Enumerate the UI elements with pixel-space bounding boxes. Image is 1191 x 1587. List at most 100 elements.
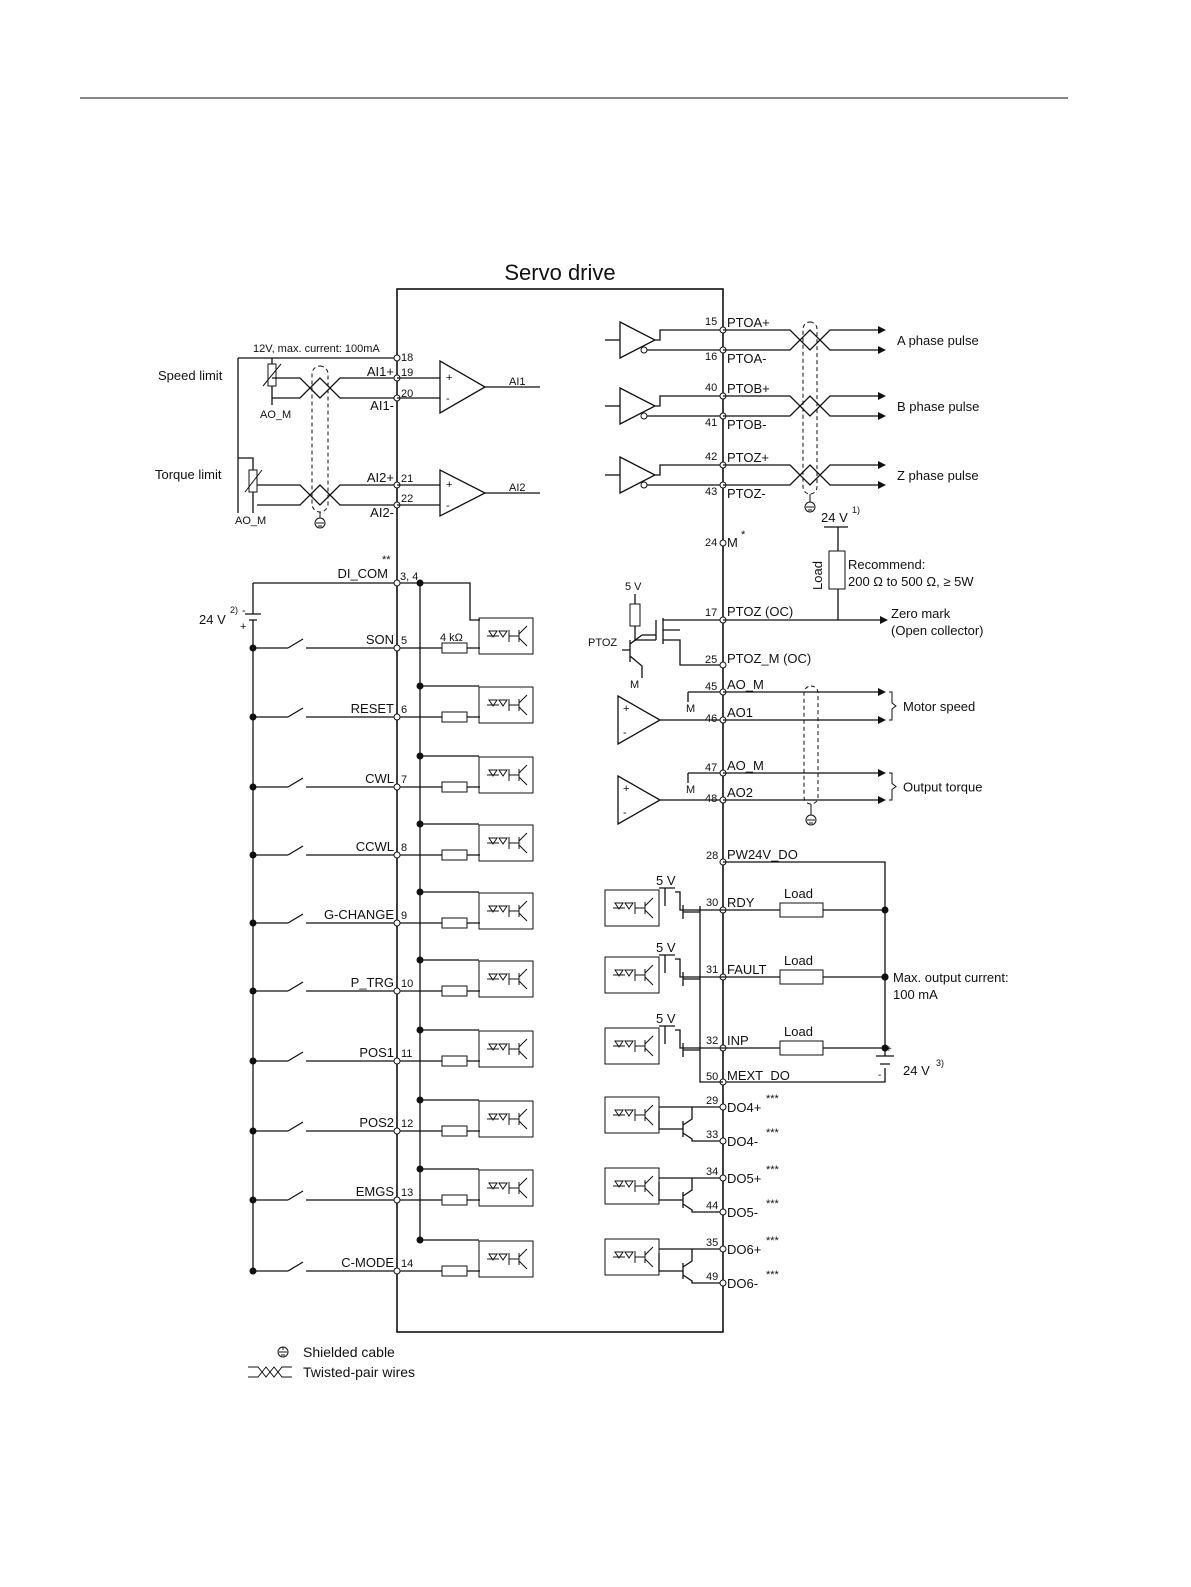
optocoupler-box <box>604 889 660 927</box>
ao-pin-number: 46 <box>705 713 717 725</box>
terminal <box>719 1174 727 1182</box>
diff-pin-number: 35 <box>706 1237 718 1249</box>
junction-dot <box>416 1165 424 1173</box>
input-resistor <box>441 1125 468 1137</box>
svg-text:-: - <box>242 605 246 617</box>
input-resistor <box>441 781 468 793</box>
junction-dot <box>416 820 424 828</box>
terminal <box>393 1057 401 1065</box>
ao-m-label-2: AO_M <box>235 515 266 527</box>
di-pin-number: 5 <box>401 635 407 647</box>
m-pin-note: * <box>741 529 746 541</box>
max-current-1: Max. output current: <box>893 970 1009 985</box>
terminal <box>393 987 401 995</box>
terminal <box>393 919 401 927</box>
diff-note: *** <box>766 1127 780 1139</box>
di-supply-note: 2) <box>230 605 238 615</box>
ptoz-m-label: PTOZ_M (OC) <box>727 651 811 666</box>
optocoupler-icon <box>613 1175 654 1197</box>
arrowhead <box>878 326 886 334</box>
diff-pin-label: DO6+ <box>727 1242 761 1257</box>
pulse-pin-number: 40 <box>705 382 717 394</box>
terminal <box>393 644 401 652</box>
ao-pin-number: 48 <box>705 793 717 805</box>
input-resistor <box>441 1194 468 1206</box>
terminal <box>719 1279 727 1287</box>
pulse-pin-number: 41 <box>705 417 717 429</box>
terminal <box>393 783 401 791</box>
ai2-amplifier <box>439 468 487 518</box>
legend-shielded-label: Shielded cable <box>303 1344 395 1360</box>
diff-pin-number: 34 <box>706 1166 718 1178</box>
optocoupler-box <box>478 1030 534 1068</box>
do-load-resistor <box>779 902 824 918</box>
do-load-resistor <box>779 1040 824 1056</box>
pulse-pin-label: PTOZ+ <box>727 450 769 465</box>
diff-pin-number: 49 <box>706 1271 718 1283</box>
optocoupler-box <box>604 1027 660 1065</box>
ao-desc: Output torque <box>903 780 983 795</box>
di-pin-number: 14 <box>401 1258 413 1270</box>
diff-pin-label: DO6- <box>727 1276 758 1291</box>
line-driver <box>619 320 657 360</box>
optocoupler-icon <box>487 832 528 854</box>
wire <box>253 913 480 924</box>
terminal <box>393 851 401 859</box>
ptoz-oc-number: 17 <box>705 607 717 619</box>
zm-recommend-2: 200 Ω to 500 Ω, ≥ 5W <box>848 574 974 589</box>
diff-pin-number: 29 <box>706 1095 718 1107</box>
optocoupler-icon <box>613 1104 654 1126</box>
optocoupler-icon <box>487 900 528 922</box>
mext-label: MEXT_DO <box>727 1068 790 1083</box>
pw24v-number: 28 <box>706 850 718 862</box>
optocoupler-box <box>478 617 534 655</box>
diff-note: *** <box>766 1198 780 1210</box>
optocoupler-icon <box>487 1038 528 1060</box>
optocoupler-icon <box>487 1248 528 1270</box>
zm-load-label: Load <box>810 561 825 590</box>
di-pin-number: 10 <box>401 978 413 990</box>
diff-pin-number: 44 <box>706 1200 718 1212</box>
speed-limit-label: Speed limit <box>158 368 223 383</box>
pin-21: 21 <box>401 473 413 485</box>
pulse-pin-label: PTOA+ <box>727 315 770 330</box>
wire <box>723 395 878 417</box>
diff-pin-label: DO5+ <box>727 1171 761 1186</box>
pulse-pin-label: PTOZ- <box>727 486 766 501</box>
pin-22: 22 <box>401 493 413 505</box>
do-5v-label: 5 V <box>656 940 676 955</box>
wire <box>253 777 480 788</box>
ao-m-label: M <box>686 784 695 796</box>
di-label: EMGS <box>356 1184 395 1199</box>
arrowhead <box>878 796 886 804</box>
di-label: P_TRG <box>351 975 394 990</box>
junction-dot <box>416 888 424 896</box>
input-resistor <box>441 642 468 654</box>
junction-dot <box>416 579 424 587</box>
pulse-pin-label: PTOB+ <box>727 381 770 396</box>
do-load-label: Load <box>784 886 813 901</box>
input-resistor-label: 4 kΩ <box>440 632 463 644</box>
diff-note: *** <box>766 1269 780 1281</box>
di-com-note: ** <box>382 554 391 566</box>
ai1-plus-label: AI1+ <box>367 364 394 379</box>
ptoz-oc-label: PTOZ (OC) <box>727 604 793 619</box>
input-resistor <box>441 849 468 861</box>
legend: Shielded cable Twisted-pair wires <box>248 1344 415 1380</box>
diagram-title: Servo drive <box>504 260 615 285</box>
ai1-amplifier <box>439 359 487 415</box>
di-pin-number: 6 <box>401 704 407 716</box>
terminal <box>719 1245 727 1253</box>
ground-icon <box>314 517 326 529</box>
svg-text:-: - <box>446 500 450 512</box>
di-com-pins: 3, 4 <box>400 571 418 583</box>
pulse-pin-number: 42 <box>705 451 717 463</box>
pulse-desc: B phase pulse <box>897 399 979 414</box>
input-resistor <box>441 917 468 929</box>
di-label: POS2 <box>359 1115 394 1130</box>
svg-text:-: - <box>878 1070 881 1081</box>
diff-pin-label: DO4+ <box>727 1100 761 1115</box>
